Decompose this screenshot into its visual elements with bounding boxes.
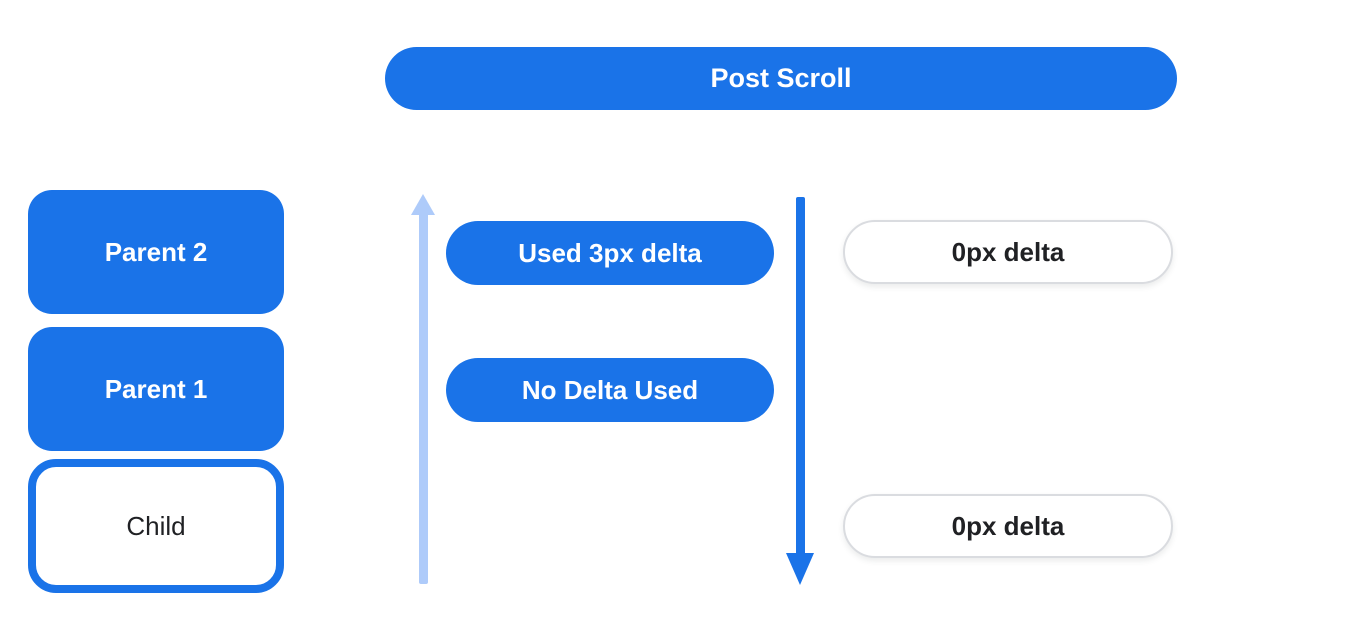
down-arrow-line xyxy=(796,197,805,557)
parent2-label: Parent 2 xyxy=(104,236,208,267)
used-delta-pill: Used 3px delta xyxy=(446,221,774,285)
parent1-box: Parent 1 xyxy=(28,327,284,451)
down-arrow-head-icon xyxy=(786,553,814,585)
zero-delta-pill-top: 0px delta xyxy=(843,220,1173,284)
child-label: Child xyxy=(126,510,186,541)
no-delta-label: No Delta Used xyxy=(521,374,699,405)
used-delta-label: Used 3px delta xyxy=(518,237,702,268)
parent2-box: Parent 2 xyxy=(28,190,284,314)
zero-delta-bottom-label: 0px delta xyxy=(951,510,1065,541)
post-scroll-header-label: Post Scroll xyxy=(710,63,852,93)
up-arrow-head-icon xyxy=(411,194,435,215)
child-box: Child xyxy=(28,459,284,593)
up-arrow-line xyxy=(419,212,428,584)
post-scroll-header: Post Scroll xyxy=(385,47,1177,110)
zero-delta-pill-bottom: 0px delta xyxy=(843,494,1173,558)
no-delta-pill: No Delta Used xyxy=(446,358,774,422)
zero-delta-top-label: 0px delta xyxy=(951,236,1065,267)
parent1-label: Parent 1 xyxy=(104,373,208,404)
